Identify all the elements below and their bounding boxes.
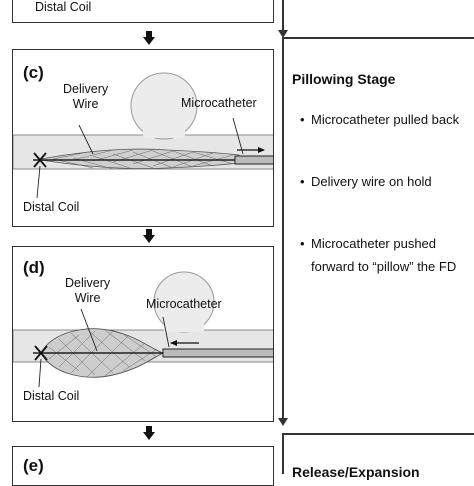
bullet-text: Delivery wire on hold: [311, 174, 432, 189]
panel-d: (d) Delivery Wire Microcatheter Distal C…: [12, 246, 274, 422]
coil-leader: [36, 165, 41, 199]
bullet-text: Microcatheter pulled back: [311, 112, 460, 127]
timeline-rail-release: [282, 433, 284, 474]
delivery-wire-label: Delivery Wire: [63, 82, 109, 111]
wire-leader: [78, 124, 94, 155]
microcatheter-label: Microcatheter: [146, 297, 222, 311]
timeline-rail-pillowing: [282, 37, 284, 423]
down-arrow-icon: [143, 229, 155, 243]
down-arrow-icon: [143, 426, 155, 440]
panel-b-partial: Distal Coil: [12, 0, 274, 23]
microcatheter-leader: [232, 117, 244, 155]
bullet-dot-icon: •: [300, 174, 305, 189]
microcatheter: [162, 348, 273, 358]
rail-arrowhead-icon: [278, 418, 288, 426]
timeline-rail-top: [282, 0, 284, 34]
panel-c-illustration: [13, 72, 273, 199]
panel-c-label: (c): [23, 63, 44, 82]
aneurysm-sac: [130, 72, 198, 140]
distal-coil-label: Distal Coil: [23, 389, 80, 403]
wire-leader: [80, 308, 98, 352]
bullet-text: Microcatheter pushed forward to “pillow”…: [311, 236, 457, 274]
down-arrow-icon: [143, 31, 155, 45]
microcatheter: [234, 155, 273, 165]
release-stage-title: Release/Expansion: [292, 464, 420, 480]
stage-divider-top: [282, 37, 474, 39]
panel-e-label: (e): [23, 456, 44, 475]
delivery-wire-label: Delivery Wire: [65, 276, 111, 305]
stage-divider-bottom: [282, 433, 474, 435]
coil-leader: [38, 358, 42, 388]
bullet-item: • Microcatheter pushed forward to “pillo…: [300, 232, 471, 278]
aneurysm-neck: [164, 324, 204, 332]
rail-arrowhead-icon: [278, 30, 288, 38]
bullet-dot-icon: •: [300, 236, 305, 251]
pillowing-stage-title: Pillowing Stage: [292, 71, 396, 87]
microcatheter-leader: [162, 316, 170, 348]
distal-coil-label: Distal Coil: [35, 0, 92, 14]
bullet-item: • Delivery wire on hold: [300, 170, 474, 193]
panel-e-partial: (e): [12, 446, 274, 486]
panel-d-label: (d): [23, 258, 45, 277]
panel-c: (c) Delivery Wire Microcatheter Distal C…: [12, 49, 274, 227]
panel-d-illustration: [13, 271, 273, 388]
microcatheter-label: Microcatheter: [181, 96, 257, 110]
aneurysm-neck: [143, 130, 185, 138]
bullet-dot-icon: •: [300, 112, 305, 127]
distal-coil-label: Distal Coil: [23, 200, 80, 214]
bullet-item: • Microcatheter pulled back: [300, 108, 474, 131]
